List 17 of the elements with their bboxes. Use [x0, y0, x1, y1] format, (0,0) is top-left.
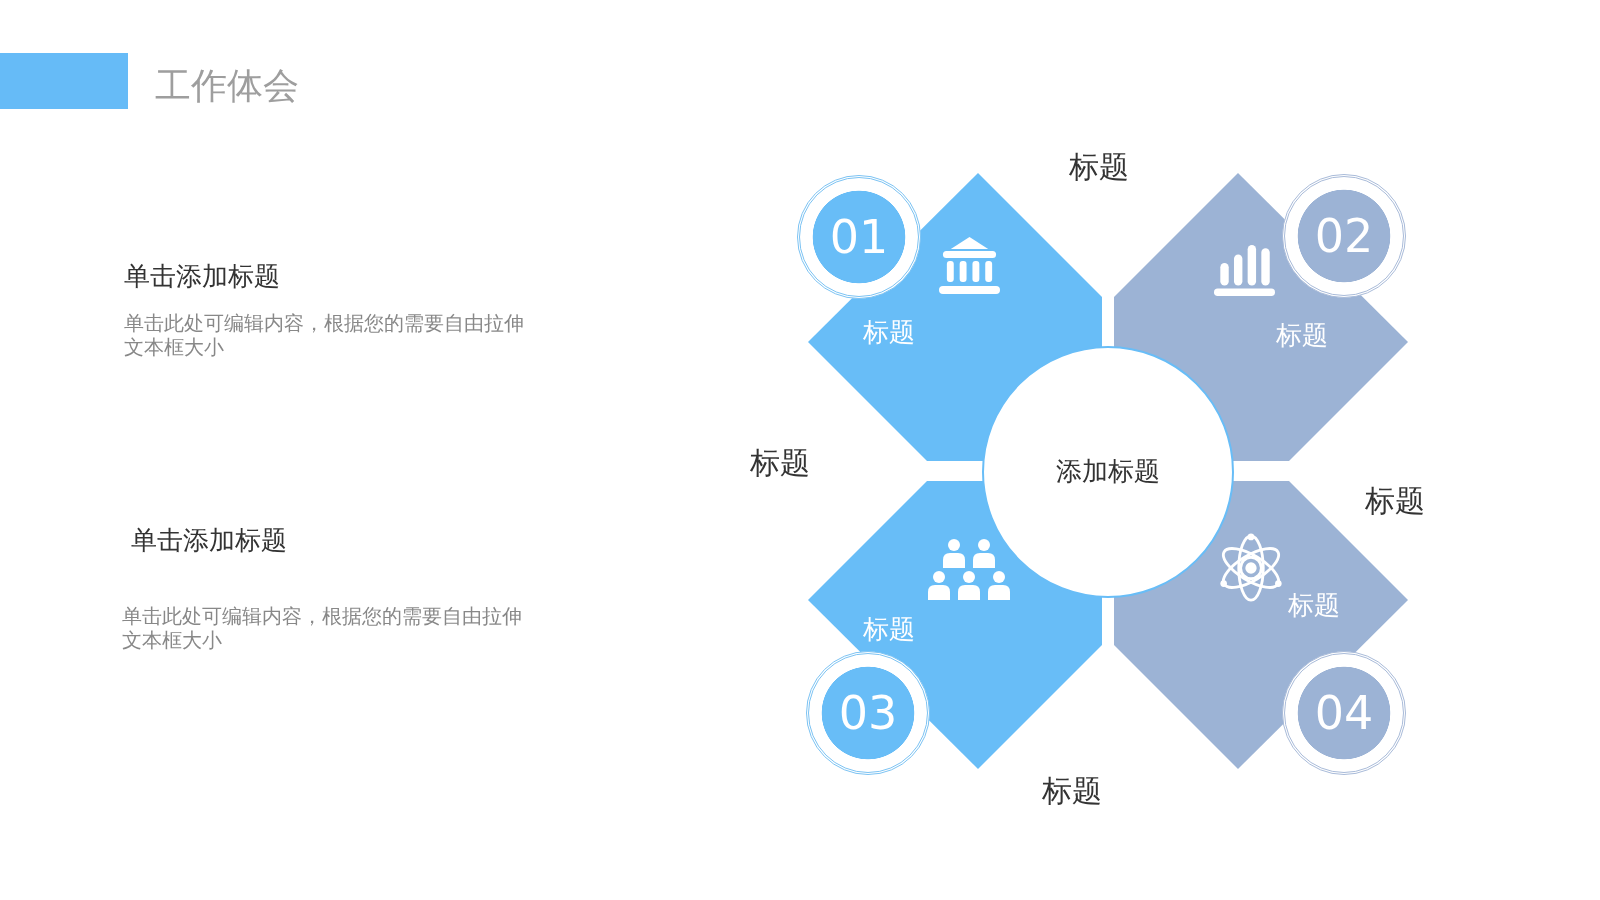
- quadrant-title: 标题: [750, 445, 810, 481]
- section-text: 单击此处可编辑内容，根据您的需要自由拉伸文本框大小: [122, 605, 523, 653]
- quadrant-title: 标题: [1069, 149, 1129, 185]
- slide-title: 工作体会: [155, 64, 299, 108]
- panel-label: 标题: [863, 317, 915, 349]
- section-heading: 单击添加标题: [131, 525, 287, 557]
- number-badge: 03: [806, 651, 930, 775]
- panel-label: 标题: [1276, 320, 1328, 352]
- section-text: 单击此处可编辑内容，根据您的需要自由拉伸文本框大小: [124, 312, 525, 360]
- panel-label: 标题: [863, 614, 915, 646]
- number-badge: 01: [797, 175, 921, 299]
- number-badge: 04: [1282, 651, 1406, 775]
- quadrant-title: 标题: [1042, 773, 1102, 809]
- number-badge: 02: [1282, 174, 1406, 298]
- quadrant-title: 标题: [1365, 483, 1425, 519]
- panel-label: 标题: [1288, 590, 1340, 622]
- section-heading: 单击添加标题: [124, 261, 280, 293]
